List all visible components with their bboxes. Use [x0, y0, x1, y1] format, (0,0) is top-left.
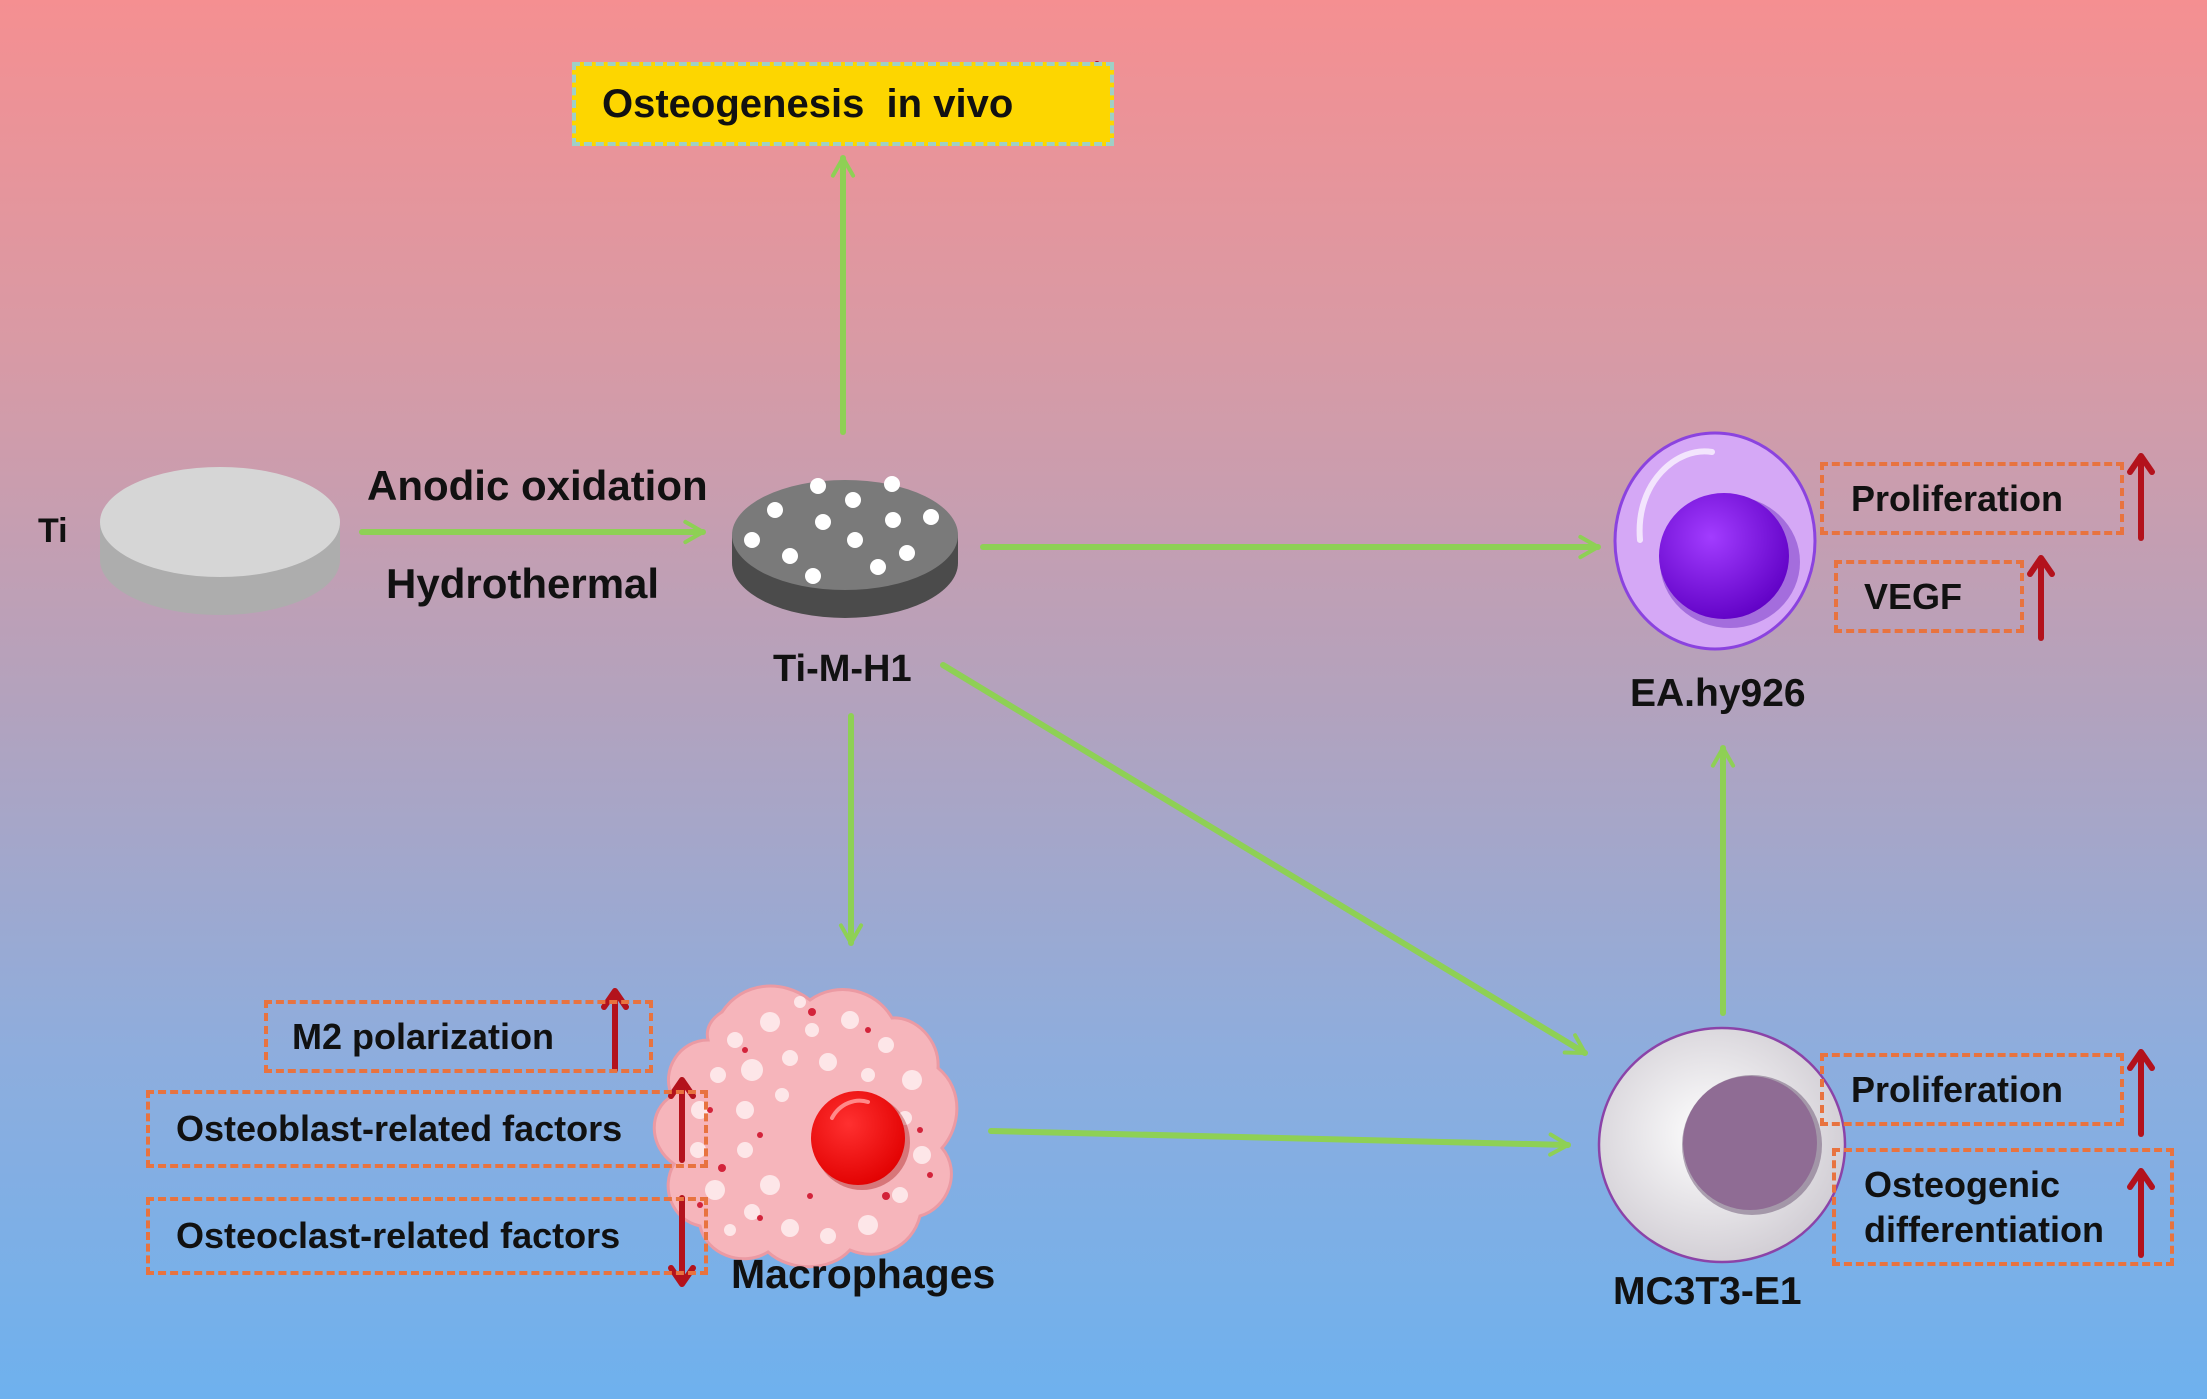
flow-arrows: [359, 155, 1736, 1157]
up-arrow-icon: [2027, 555, 2055, 641]
osteoblast-cell-icon: [1597, 1026, 1847, 1264]
up-arrow-icon: [2127, 1168, 2155, 1258]
macrophage-cell-icon: [652, 984, 959, 1269]
effect-box-mc3t3-proliferation: Proliferation: [1820, 1053, 2124, 1126]
ti-disc-icon: [100, 467, 340, 615]
macrophages-label: Macrophages: [731, 1251, 996, 1297]
effect-label: Proliferation: [1851, 477, 2064, 519]
effect-box-osteoclast-factors: Osteoclast-related factors: [146, 1197, 708, 1275]
ti-label: Ti: [38, 512, 68, 550]
arrow-macrophages-to-mc3t3: [988, 1128, 1571, 1157]
effect-box-vegf: VEGF: [1834, 560, 2024, 633]
osteogenesis-in-vivo-label: Osteogenesis in vivo: [602, 81, 1014, 126]
eahy926-label: EA.hy926: [1630, 672, 1806, 715]
timh1-disc-icon: [732, 476, 958, 618]
effect-label-line2: differentiation: [1864, 1209, 2104, 1250]
effect-label: Osteoclast-related factors: [176, 1215, 621, 1256]
process-label-hydrothermal: Hydrothermal: [386, 560, 660, 607]
effect-box-osteoblast-factors: Osteoblast-related factors: [146, 1090, 708, 1168]
osteogenesis-in-vivo-box: Osteogenesis in vivo: [572, 62, 1114, 146]
effect-label: Osteoblast-related factors: [176, 1108, 623, 1149]
effect-label-line1: Osteogenic: [1864, 1164, 2061, 1205]
mc3t3-label: MC3T3-E1: [1613, 1270, 1802, 1313]
process-label-anodic: Anodic oxidation: [367, 462, 708, 509]
effect-box-ea-proliferation: Proliferation: [1820, 462, 2124, 535]
effect-label: M2 polarization: [292, 1015, 555, 1057]
effect-box-m2-polarization: M2 polarization: [264, 1000, 653, 1073]
up-arrow-icon: [2127, 453, 2155, 541]
effect-label: VEGF: [1864, 575, 1963, 617]
endothelial-cell-icon: [1613, 431, 1817, 651]
effect-box-osteogenic-differentiation: Osteogenic differentiation: [1832, 1148, 2174, 1266]
up-arrow-icon: [2127, 1049, 2155, 1137]
effect-label: Proliferation: [1851, 1068, 2064, 1110]
arrow-timh1-to-mc3t3: [940, 662, 1588, 1056]
timh1-label: Ti-M-H1: [773, 648, 912, 690]
